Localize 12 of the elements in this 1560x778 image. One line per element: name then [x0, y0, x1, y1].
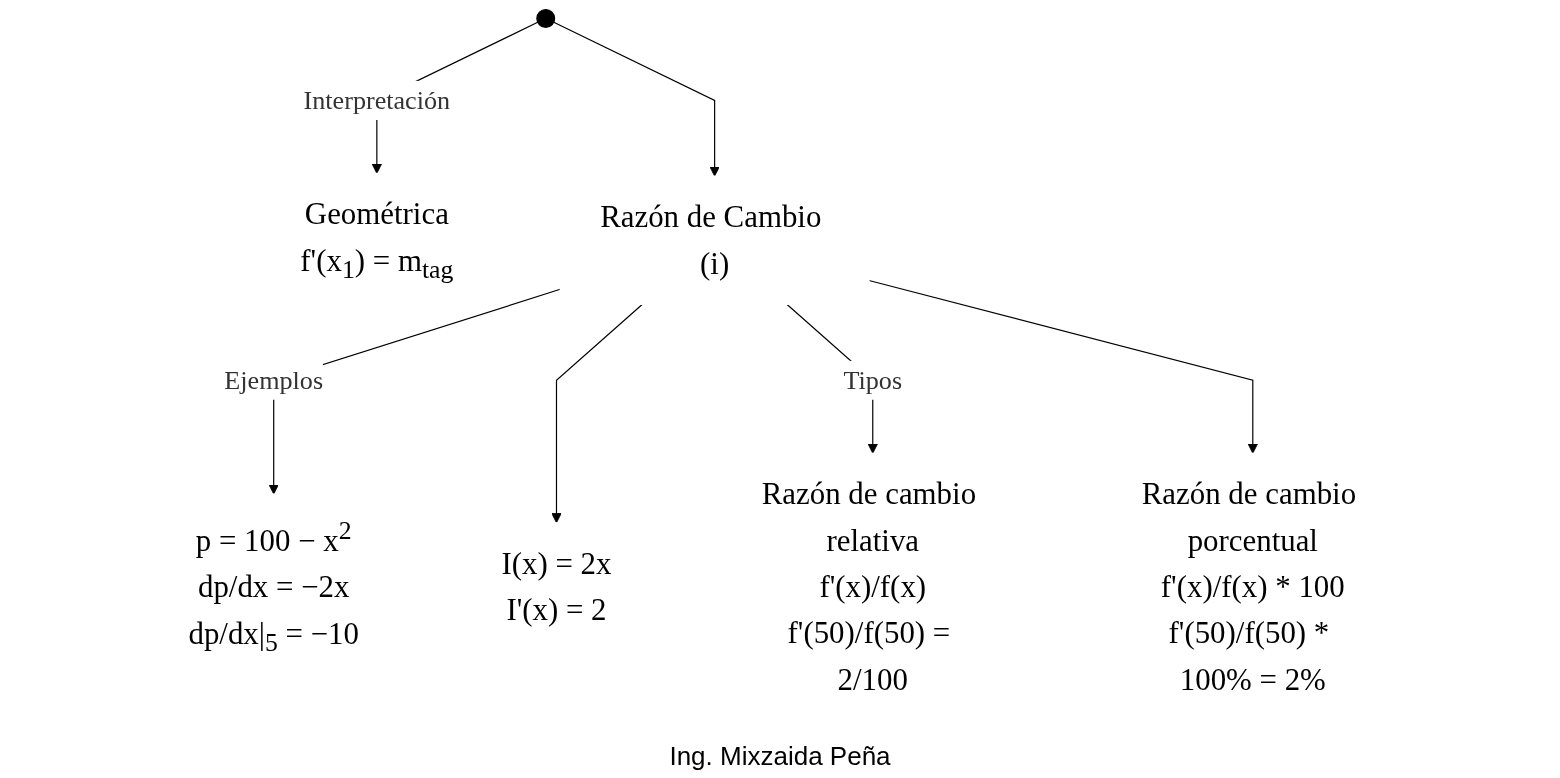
node-text: Razón de cambio relativa f'(x)/f(x) f'(50)/f(50) = 2/100 — [761, 477, 977, 697]
author-credit: Ing. Mixzaida Peña — [669, 741, 891, 771]
node-text: I(x) = 2x I'(x) = 2 — [501, 546, 612, 628]
arrow — [553, 21, 720, 177]
edge-label: Interpretación — [303, 85, 451, 116]
arrow — [551, 303, 643, 524]
edge-label: Ejemplos — [224, 365, 324, 396]
node-text: p = 100 − x$^{2}$ dp/dx = −2x dp/dx|$_{5}$ = −10 — [188, 516, 359, 657]
node-text: Geométrica f'(x$_{1}$) = m$_{tag}$ — [300, 197, 454, 285]
node-text: Razón de cambio porcentual f'(x)/f(x) * 100 f'(50)/f(50) * 100% = 2% — [1141, 477, 1357, 697]
edge-label: Tipos — [843, 365, 903, 396]
node-text: Razón de Cambio (i) — [600, 199, 822, 281]
